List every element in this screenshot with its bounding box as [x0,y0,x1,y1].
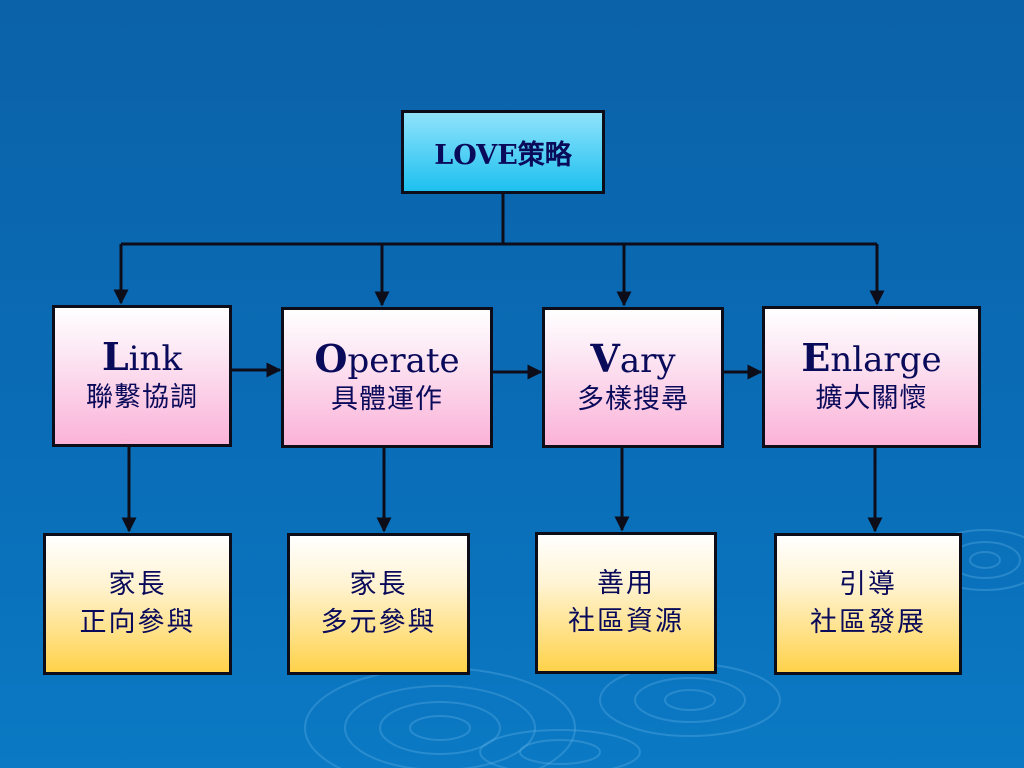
root-node-love-strategy: LOVE策略 [401,110,605,194]
strategy-english-rest: ink [128,339,183,379]
strategy-english-label: Link [101,334,183,380]
outcome-node-guide-community-development: 引導 社區發展 [774,533,962,675]
outcome-line-1: 家長 [349,569,408,600]
outcome-line-2: 社區資源 [568,606,684,637]
strategy-initial-letter: L [101,334,129,379]
strategy-chinese-label: 具體運作 [331,383,443,415]
strategy-english-rest: nlarge [830,340,942,380]
outcome-node-use-community-resources: 善用 社區資源 [535,532,717,674]
strategy-chinese-label: 多樣搜尋 [577,383,689,415]
strategy-chinese-label: 聯繫協調 [86,382,198,413]
outcome-node-parent-positive-participation: 家長 正向參與 [43,533,232,675]
strategy-english-label: Vary [590,335,676,381]
strategy-initial-letter: V [590,335,620,381]
outcome-line-2: 多元參與 [320,607,437,638]
strategy-initial-letter: O [314,335,348,381]
outcome-line-1: 引導 [839,569,897,600]
strategy-node-operate: Operate 具體運作 [281,307,493,448]
strategy-initial-letter: E [801,335,831,380]
strategy-node-link: Link 聯繫協調 [52,305,232,447]
strategy-english-rest: ary [619,340,676,381]
outcome-line-1: 善用 [597,568,655,599]
strategy-node-enlarge: Enlarge 擴大關懷 [762,306,981,448]
strategy-english-label: Operate [314,335,460,381]
strategy-node-vary: Vary 多樣搜尋 [542,307,724,448]
strategy-chinese-label: 擴大關懷 [815,383,928,414]
outcome-line-1: 家長 [108,569,167,600]
outcome-node-parent-diverse-participation: 家長 多元參與 [287,533,470,675]
strategy-english-rest: perate [347,340,460,381]
outcome-line-2: 正向參與 [79,607,196,638]
outcome-line-2: 社區發展 [810,607,926,638]
strategy-english-label: Enlarge [801,335,942,381]
root-node-label: LOVE策略 [434,139,572,171]
